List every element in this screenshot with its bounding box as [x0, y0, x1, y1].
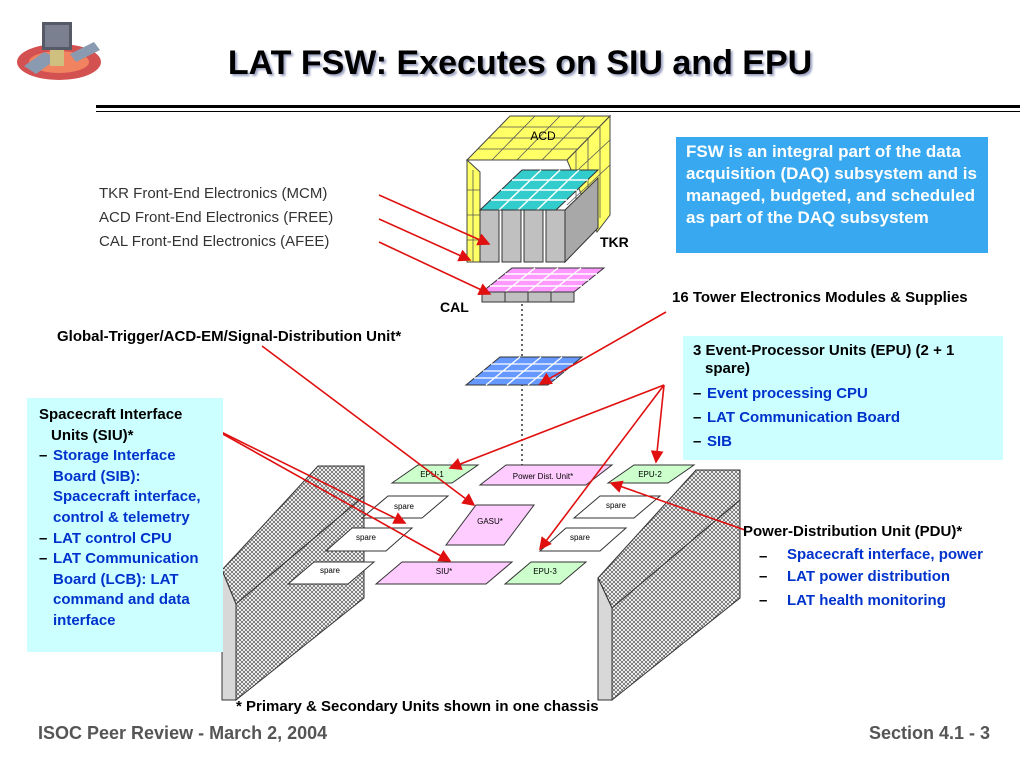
tkr-label: TKR [600, 234, 629, 250]
epu-info-box: 3 Event-Processor Units (EPU) (2 + 1 spa… [683, 336, 1003, 460]
spare-module-b [572, 495, 662, 519]
siu-heading: Spacecraft Interface Units (SIU)* [39, 406, 183, 444]
epu3-module [503, 561, 588, 585]
tkr-towers [478, 169, 600, 264]
pdu-item: –LAT power distribution [759, 567, 951, 585]
pdu-module-label: Power Dist. Unit* [513, 472, 573, 481]
pdu-info-block: Power-Distribution Unit (PDU)* –Spacecra… [743, 520, 1013, 614]
tem-grid [464, 356, 584, 386]
spare-module-e [286, 561, 376, 585]
chassis-modules: EPU-1 Power Dist. Unit* EPU-2 spare spar… [286, 464, 696, 585]
acd-fee-label: ACD Front-End Electronics (FREE) [99, 209, 334, 226]
epu-item: –Event processing CPU [693, 385, 868, 402]
footer-right: Section 4.1 - 3 [868, 723, 990, 743]
spare-a-label: spare [394, 502, 415, 511]
gasu-module [445, 504, 535, 546]
spare-e-label: spare [320, 566, 341, 575]
cal-modules [480, 267, 606, 303]
siu-item: –Storage Interface Board (SIB): Spacecra… [39, 447, 201, 526]
footer-left: ISOC Peer Review - March 2, 2004 [38, 723, 328, 743]
pdu-module [478, 464, 614, 486]
daq-note-box: FSW is an integral part of the data acqu… [676, 137, 988, 253]
cal-label: CAL [440, 299, 469, 315]
tkr-fee-label: TKR Front-End Electronics (MCM) [99, 185, 328, 202]
pdu-item: –Spacecraft interface, power [759, 545, 983, 565]
spare-module-c [324, 527, 414, 552]
gasu-label: GASU* [477, 517, 503, 526]
siu-info-box: Spacecraft Interface Units (SIU)* –Stora… [27, 398, 223, 652]
siu-item: –LAT Communication Board (LCB): LAT comm… [39, 550, 199, 629]
spare-c-label: spare [356, 533, 377, 542]
siu-module-label: SIU* [436, 567, 452, 576]
pdu-item: –LAT health monitoring [759, 592, 946, 610]
spare-module-d [538, 527, 628, 552]
spare-d-label: spare [570, 533, 591, 542]
chassis-note: * Primary & Secondary Units shown in one… [236, 698, 599, 715]
page-title: LAT FSW: Executes on SIU and EPU [227, 44, 813, 82]
title-divider-thin [96, 111, 1020, 112]
cal-fee-label: CAL Front-End Electronics (AFEE) [99, 233, 330, 250]
siu-item: –LAT control CPU [39, 529, 172, 547]
pdu-heading: Power-Distribution Unit (PDU)* [743, 523, 963, 540]
acd-shell [465, 114, 612, 263]
epu-heading: 3 Event-Processor Units (EPU) (2 + 1 spa… [693, 342, 955, 377]
epu3-label: EPU-3 [533, 567, 557, 576]
gasu-label: Global-Trigger/ACD-EM/Signal-Distributio… [57, 328, 402, 345]
glast-logo-icon [17, 22, 101, 80]
epu2-module [606, 464, 696, 484]
title-divider [96, 105, 1020, 108]
epu-item: –SIB [693, 433, 733, 450]
tem-label: 16 Tower Electronics Modules & Supplies [672, 289, 968, 306]
daq-note-text: FSW is an integral part of the data acqu… [686, 142, 977, 227]
callout-arrows [204, 194, 746, 562]
acd-label: ACD [530, 129, 556, 143]
epu2-label: EPU-2 [638, 470, 662, 479]
siu-module [374, 561, 514, 585]
spare-b-label: spare [606, 501, 627, 510]
epu-item: –LAT Communication Board [693, 409, 901, 426]
